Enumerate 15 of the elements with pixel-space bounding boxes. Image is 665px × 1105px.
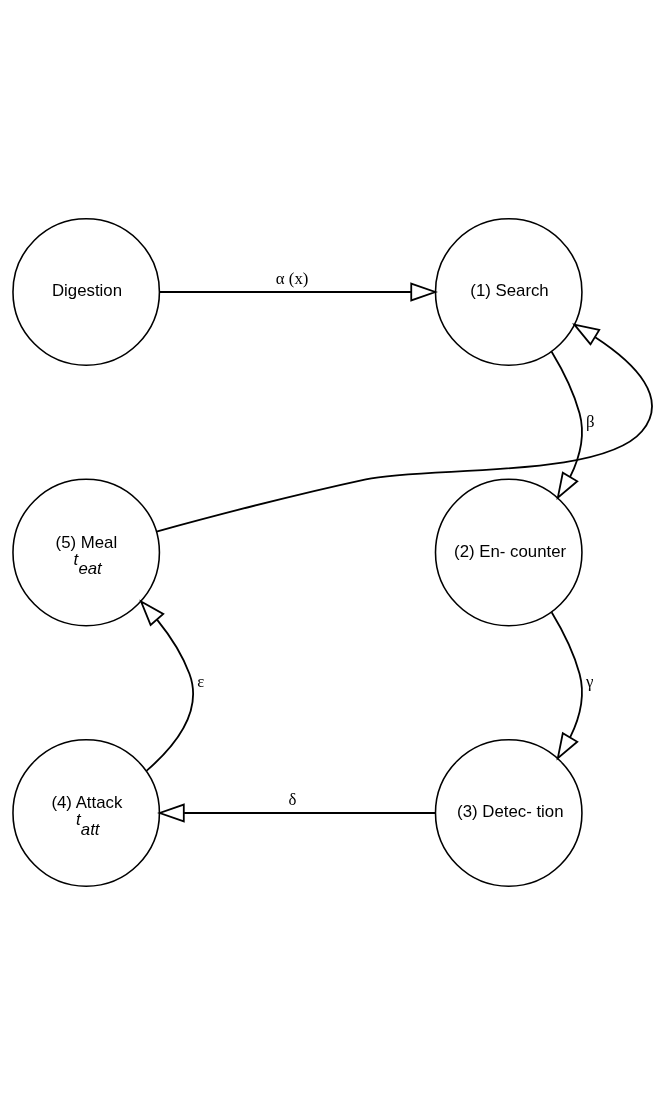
edge-label: δ (288, 789, 297, 809)
arrow (158, 282, 438, 302)
arrow (155, 323, 653, 533)
arrow (550, 611, 583, 761)
node-circle: (3) Detec- tion (434, 739, 583, 887)
arrow (139, 599, 194, 772)
edge-label: β (586, 411, 595, 431)
edge-label: α (x) (275, 268, 309, 288)
node-circle: (2) En- counter (434, 478, 583, 627)
arrow (550, 350, 583, 501)
node-circle: (1) Search (434, 218, 583, 366)
edge-label: ε (197, 672, 205, 692)
arrow (157, 803, 437, 823)
node-circle: Digestion (12, 218, 161, 366)
edge-label: γ (586, 672, 594, 692)
